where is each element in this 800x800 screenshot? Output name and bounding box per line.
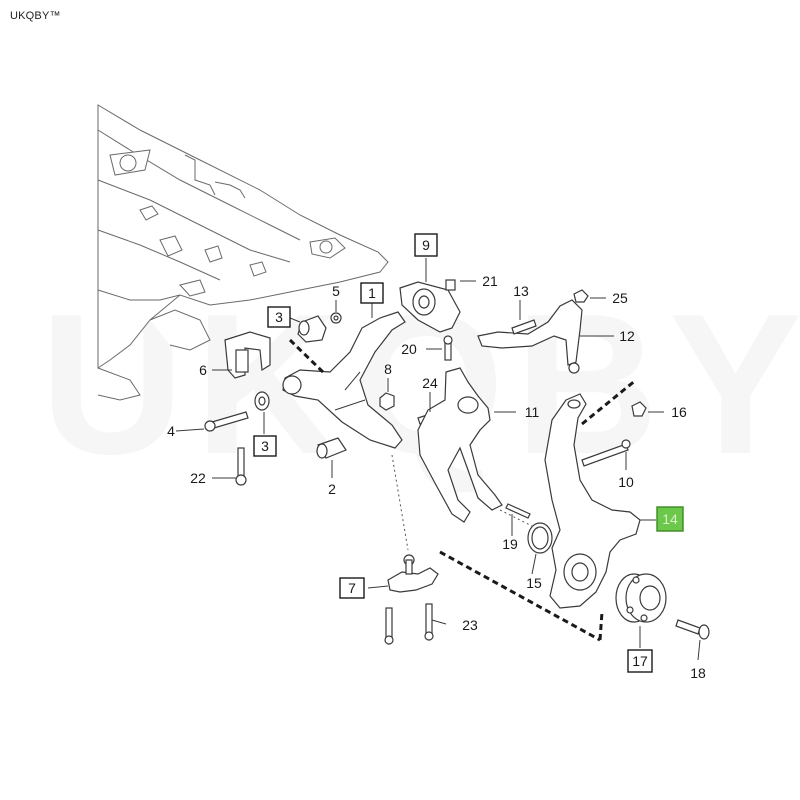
leader-lines — [175, 258, 701, 661]
svg-text:4: 4 — [167, 423, 175, 439]
svg-text:11: 11 — [525, 404, 540, 420]
callout-3a: 3 — [267, 306, 291, 328]
nut-5 — [330, 312, 342, 324]
svg-text:10: 10 — [618, 474, 634, 490]
nut-25 — [573, 289, 589, 303]
svg-text:14: 14 — [662, 511, 678, 527]
assembly-dashed-lines — [288, 338, 637, 642]
callout-5: 5 — [332, 283, 340, 299]
callout-13: 13 — [513, 283, 529, 299]
nut-8 — [379, 392, 395, 411]
svg-text:23: 23 — [462, 617, 478, 633]
bushing-2 — [316, 437, 347, 459]
seal-ring-15 — [527, 522, 553, 554]
ball-joint-7 — [387, 554, 439, 593]
upper-control-arm-12 — [477, 299, 583, 374]
wheel-hub-17 — [615, 573, 667, 623]
callout-25: 25 — [612, 290, 628, 306]
svg-text:19: 19 — [502, 536, 518, 552]
callout-14: 14 — [656, 506, 684, 532]
washer-3b — [254, 391, 270, 411]
callout-7: 7 — [339, 577, 365, 599]
svg-text:21: 21 — [482, 273, 498, 289]
svg-text:22: 22 — [190, 470, 206, 486]
callout-2: 2 — [328, 481, 336, 497]
callout-24: 24 — [422, 375, 438, 391]
bolt-13 — [511, 319, 537, 335]
svg-text:3: 3 — [275, 309, 283, 325]
bolt-19 — [505, 503, 531, 519]
svg-text:13: 13 — [513, 283, 529, 299]
lower-control-arm — [282, 311, 406, 449]
svg-text:17: 17 — [632, 653, 648, 669]
svg-text:25: 25 — [612, 290, 628, 306]
callout-21: 21 — [482, 273, 498, 289]
callout-3b: 3 — [253, 435, 277, 457]
svg-text:3: 3 — [261, 438, 269, 454]
callout-18: 18 — [690, 665, 706, 681]
callout-17: 17 — [627, 649, 653, 673]
callout-10: 10 — [618, 474, 634, 490]
steering-knuckle-14 — [544, 393, 641, 609]
bolt-4 — [204, 411, 249, 432]
callout-23: 23 — [462, 617, 478, 633]
callout-1: 1 — [360, 282, 384, 304]
bolt-18 — [675, 619, 710, 640]
subframe — [97, 104, 389, 401]
callout-15: 15 — [526, 575, 542, 591]
callout-19: 19 — [502, 536, 518, 552]
bolt-23 — [384, 603, 434, 645]
svg-text:5: 5 — [332, 283, 340, 299]
nut-21 — [445, 279, 456, 291]
bushing-3a — [297, 315, 327, 343]
callout-9: 9 — [414, 233, 438, 257]
svg-text:24: 24 — [422, 375, 438, 391]
callout-16: 16 — [671, 404, 687, 420]
svg-text:9: 9 — [422, 237, 430, 253]
svg-text:2: 2 — [328, 481, 336, 497]
nut-16 — [631, 401, 647, 417]
svg-text:6: 6 — [199, 362, 207, 378]
svg-text:18: 18 — [690, 665, 706, 681]
callout-20: 20 — [401, 341, 417, 357]
bolt-22 — [235, 447, 247, 486]
brand-label: UKQBY™ — [10, 10, 61, 22]
callout-6: 6 — [199, 362, 207, 378]
bolt-10 — [581, 439, 631, 467]
bolt-20 — [443, 335, 453, 361]
svg-text:1: 1 — [368, 285, 376, 301]
svg-text:20: 20 — [401, 341, 417, 357]
svg-text:15: 15 — [526, 575, 542, 591]
svg-text:12: 12 — [619, 328, 635, 344]
bushing-bracket-9 — [399, 281, 461, 333]
svg-text:7: 7 — [348, 580, 356, 596]
callout-12: 12 — [619, 328, 635, 344]
callout-22: 22 — [190, 470, 206, 486]
callout-4: 4 — [167, 423, 175, 439]
bracket-6 — [224, 331, 271, 379]
steering-knuckle-11 — [417, 367, 503, 523]
callout-8: 8 — [384, 361, 392, 377]
svg-text:16: 16 — [671, 404, 687, 420]
callout-11: 11 — [525, 404, 540, 420]
svg-text:8: 8 — [384, 361, 392, 377]
